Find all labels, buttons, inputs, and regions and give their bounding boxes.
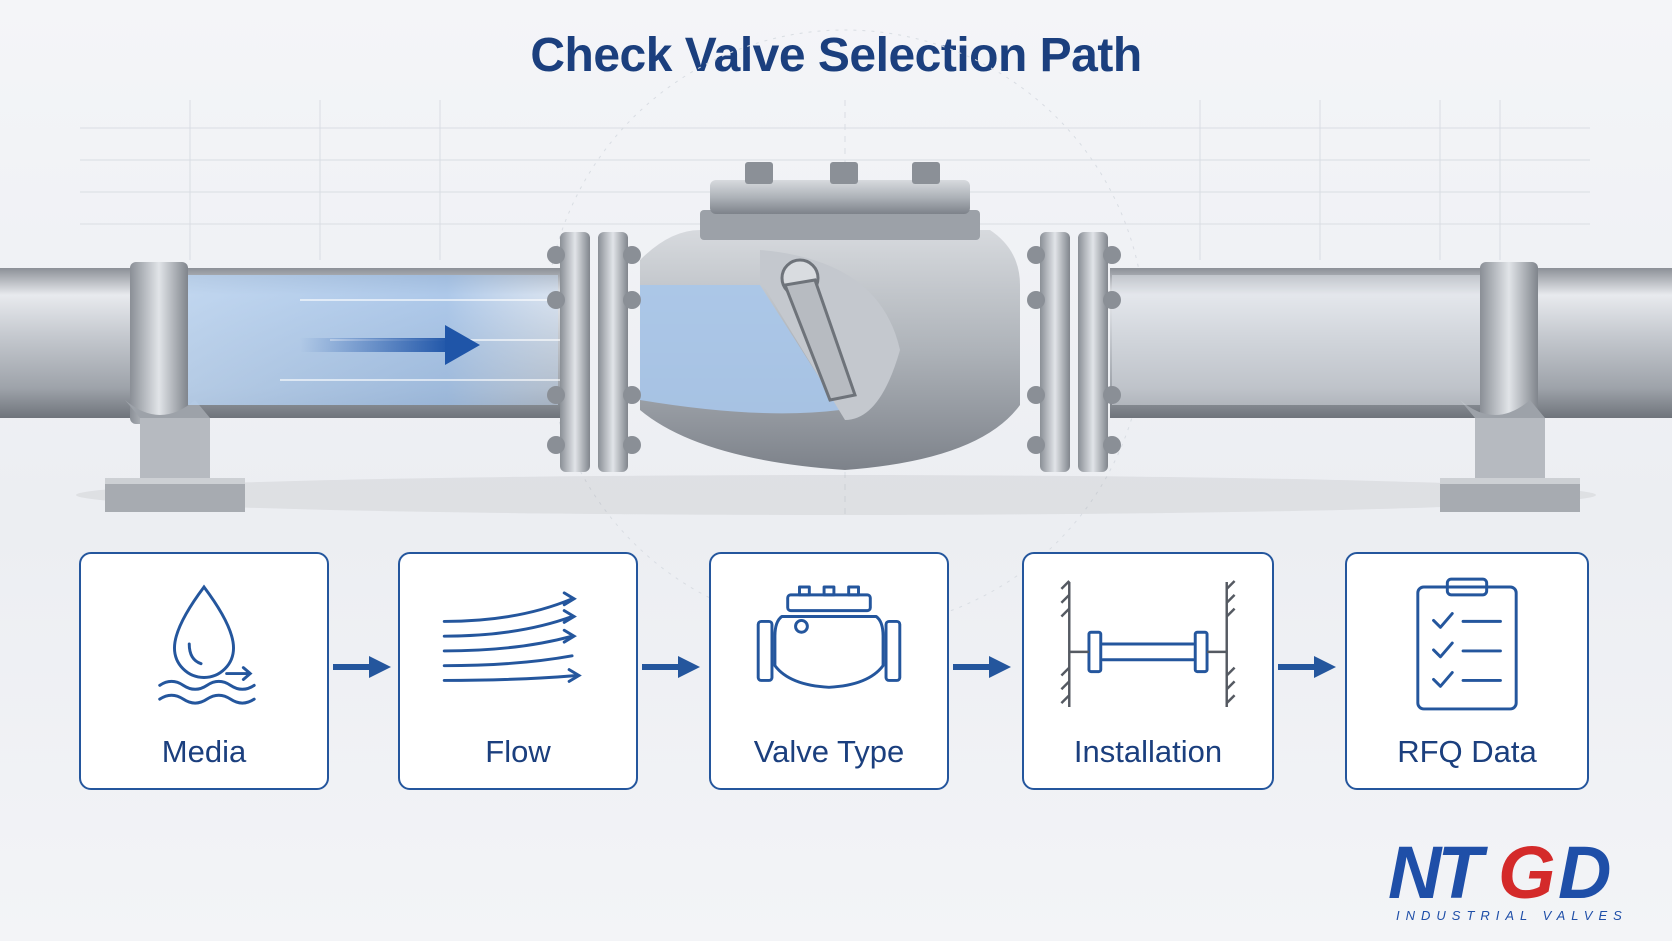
valve-bonnet bbox=[700, 162, 980, 240]
flow-direction-arrow bbox=[300, 338, 450, 352]
step-flow-label: Flow bbox=[485, 734, 551, 769]
water-drop-waves-icon bbox=[158, 584, 256, 705]
step-flow: Flow bbox=[398, 552, 638, 790]
swing-check-valve-icon bbox=[756, 585, 902, 689]
left-flange bbox=[547, 232, 641, 472]
diagram-title: Check Valve Selection Path bbox=[530, 29, 1142, 82]
step-arrow-1 bbox=[333, 656, 391, 678]
step-media: Media bbox=[79, 552, 329, 790]
svg-text:NT: NT bbox=[1388, 836, 1488, 914]
svg-text:G: G bbox=[1498, 836, 1554, 914]
step-valve-type-label: Valve Type bbox=[753, 734, 905, 769]
flow-lines-icon bbox=[442, 591, 582, 683]
svg-text:INDUSTRIAL VALVES: INDUSTRIAL VALVES bbox=[1396, 908, 1628, 923]
left-pipe-support bbox=[105, 400, 245, 512]
step-installation: Installation bbox=[1022, 552, 1274, 790]
ntgd-logo: NT G D INDUSTRIAL VALVES bbox=[1388, 836, 1628, 923]
step-arrow-2 bbox=[642, 656, 700, 678]
step-valve-type: Valve Type bbox=[709, 552, 949, 790]
step-installation-label: Installation bbox=[1073, 734, 1223, 769]
step-rfq-data-label: RFQ Data bbox=[1397, 734, 1537, 769]
clipboard-checklist-icon bbox=[1416, 577, 1518, 711]
check-valve-body bbox=[640, 230, 1020, 470]
pipe-installation-icon bbox=[1060, 580, 1236, 708]
step-arrow-3 bbox=[953, 656, 1011, 678]
svg-text:D: D bbox=[1558, 836, 1610, 914]
step-rfq-data: RFQ Data bbox=[1345, 552, 1589, 790]
right-flange bbox=[1027, 232, 1121, 472]
right-pipe-support bbox=[1440, 400, 1580, 512]
step-media-label: Media bbox=[161, 734, 247, 769]
step-arrow-4 bbox=[1278, 656, 1336, 678]
